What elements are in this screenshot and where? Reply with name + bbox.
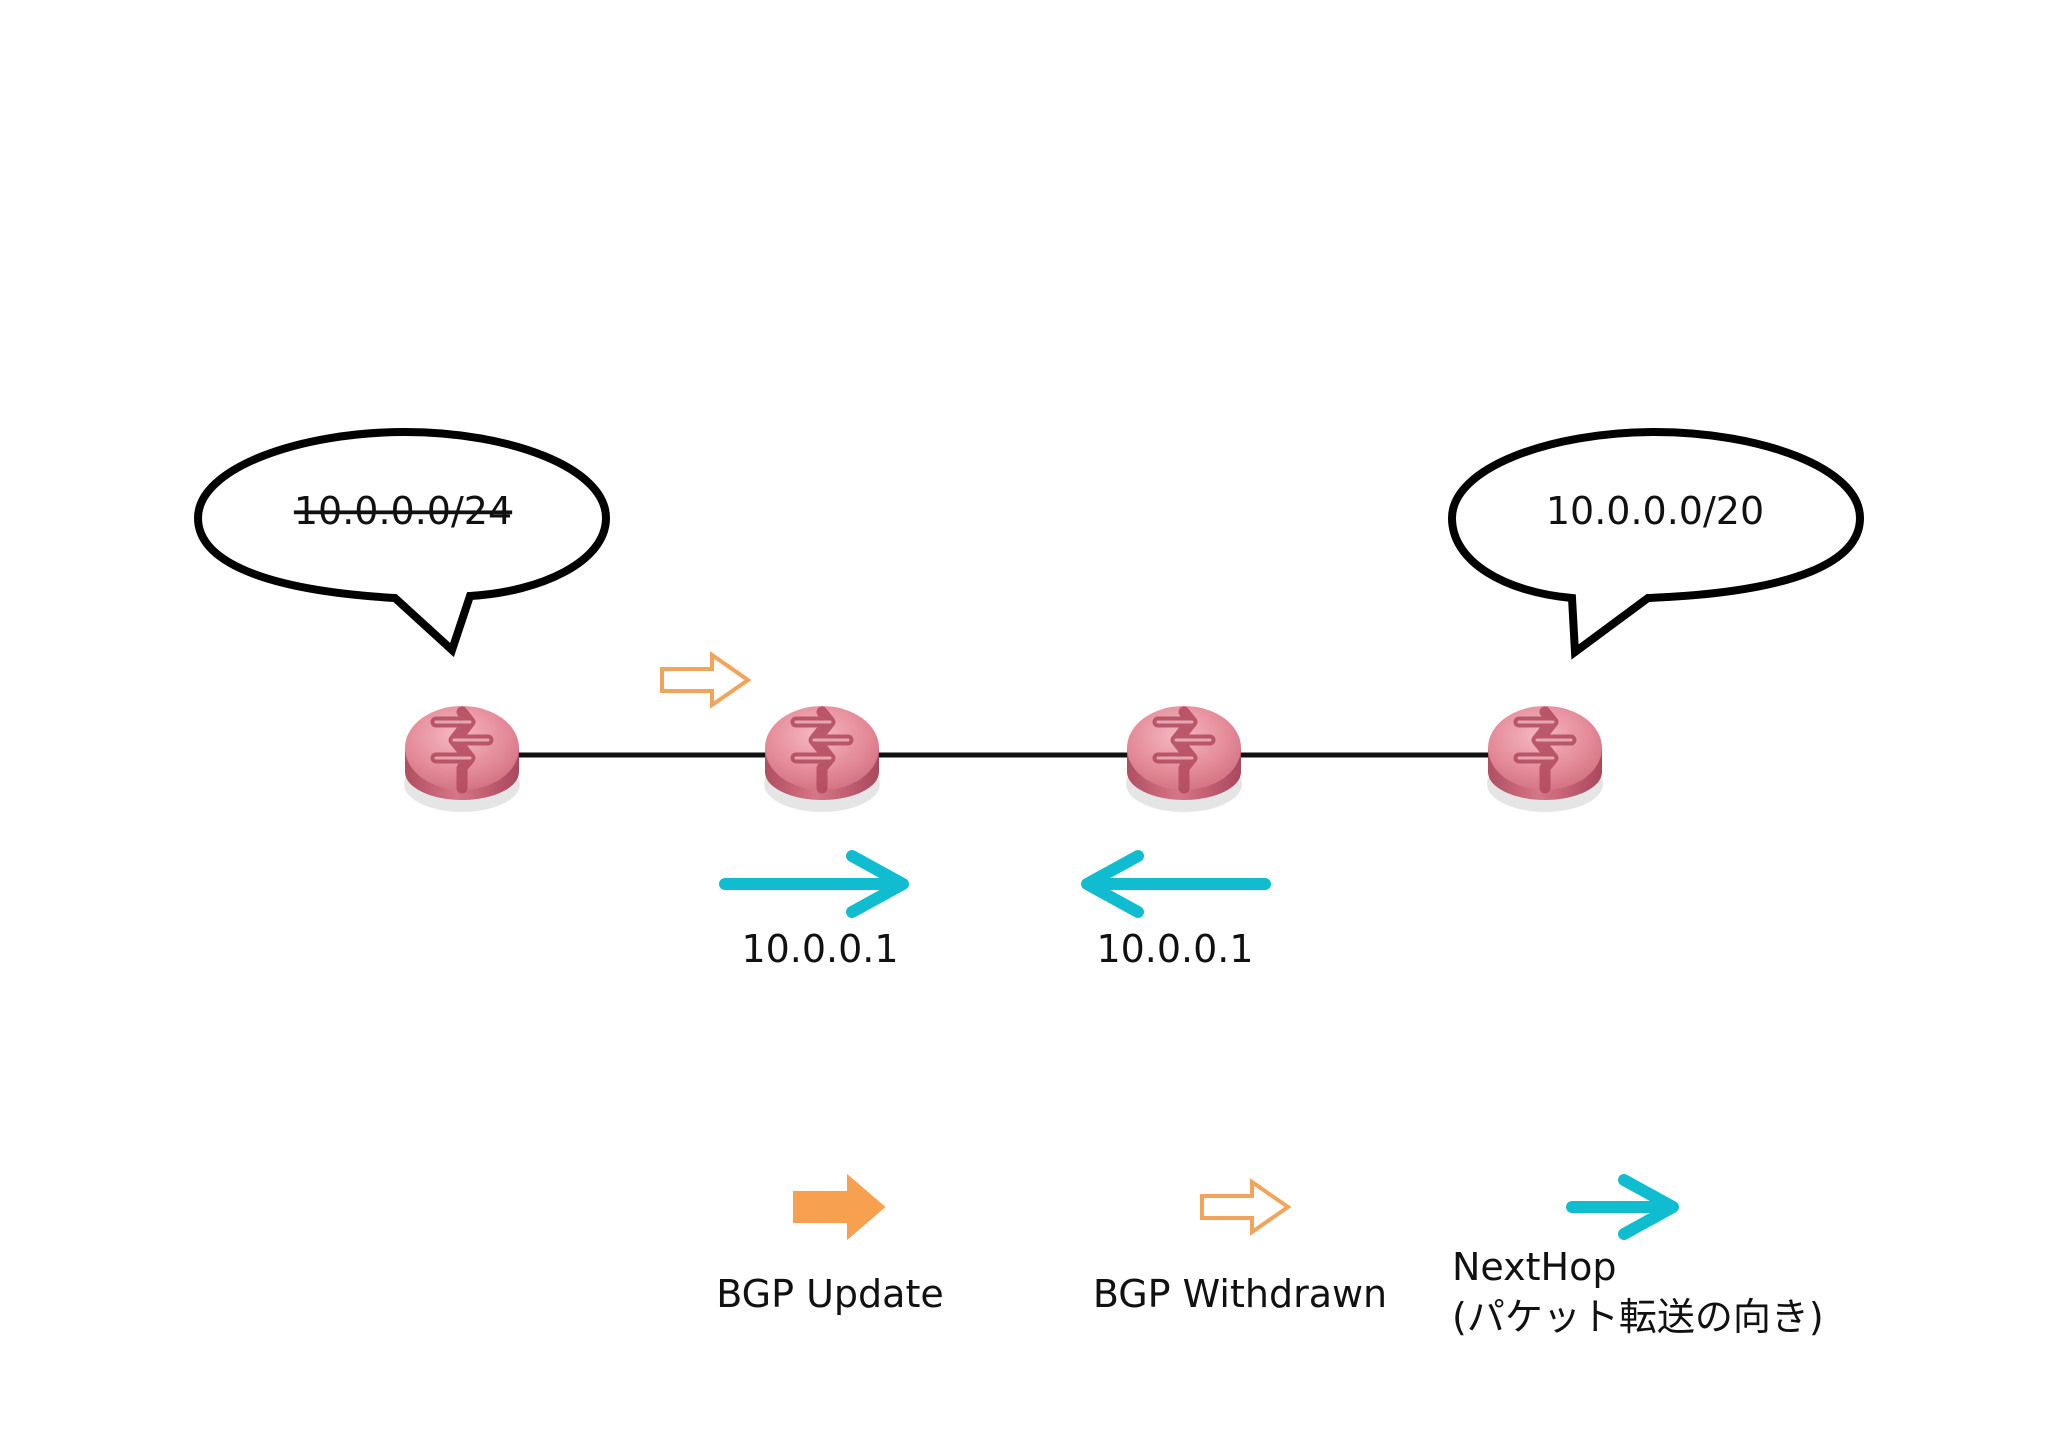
nexthop-label-first: 10.0.0.1 [741,927,898,971]
router-icon [1487,706,1603,812]
legend-nexthop-label-line1: NextHop [1452,1245,1616,1289]
legend-nexthop-arrow-icon [1566,1174,1679,1240]
router-icon [1126,706,1242,812]
legend-nexthop-label-line2: (パケット転送の向き) [1452,1295,1824,1339]
nexthop-arrow-right-icon [719,850,909,918]
withdrawn-arrow-icon [660,651,752,709]
nexthop-label-second: 10.0.0.1 [1096,927,1253,971]
router-icon [764,706,880,812]
legend-update-arrow-icon [793,1173,886,1241]
legend-update-label: BGP Update [716,1272,943,1316]
router-icon [404,706,520,812]
callout-text-right: 10.0.0.0/20 [1546,489,1764,533]
callout-bubble-right [1447,427,1865,660]
nexthop-arrow-left-icon [1081,850,1271,918]
callout-bubble-left [193,427,611,658]
legend-withdrawn-label: BGP Withdrawn [1093,1272,1387,1316]
callout-text-left: 10.0.0.0/24 [294,489,512,533]
legend-withdrawn-arrow-icon [1200,1178,1292,1236]
